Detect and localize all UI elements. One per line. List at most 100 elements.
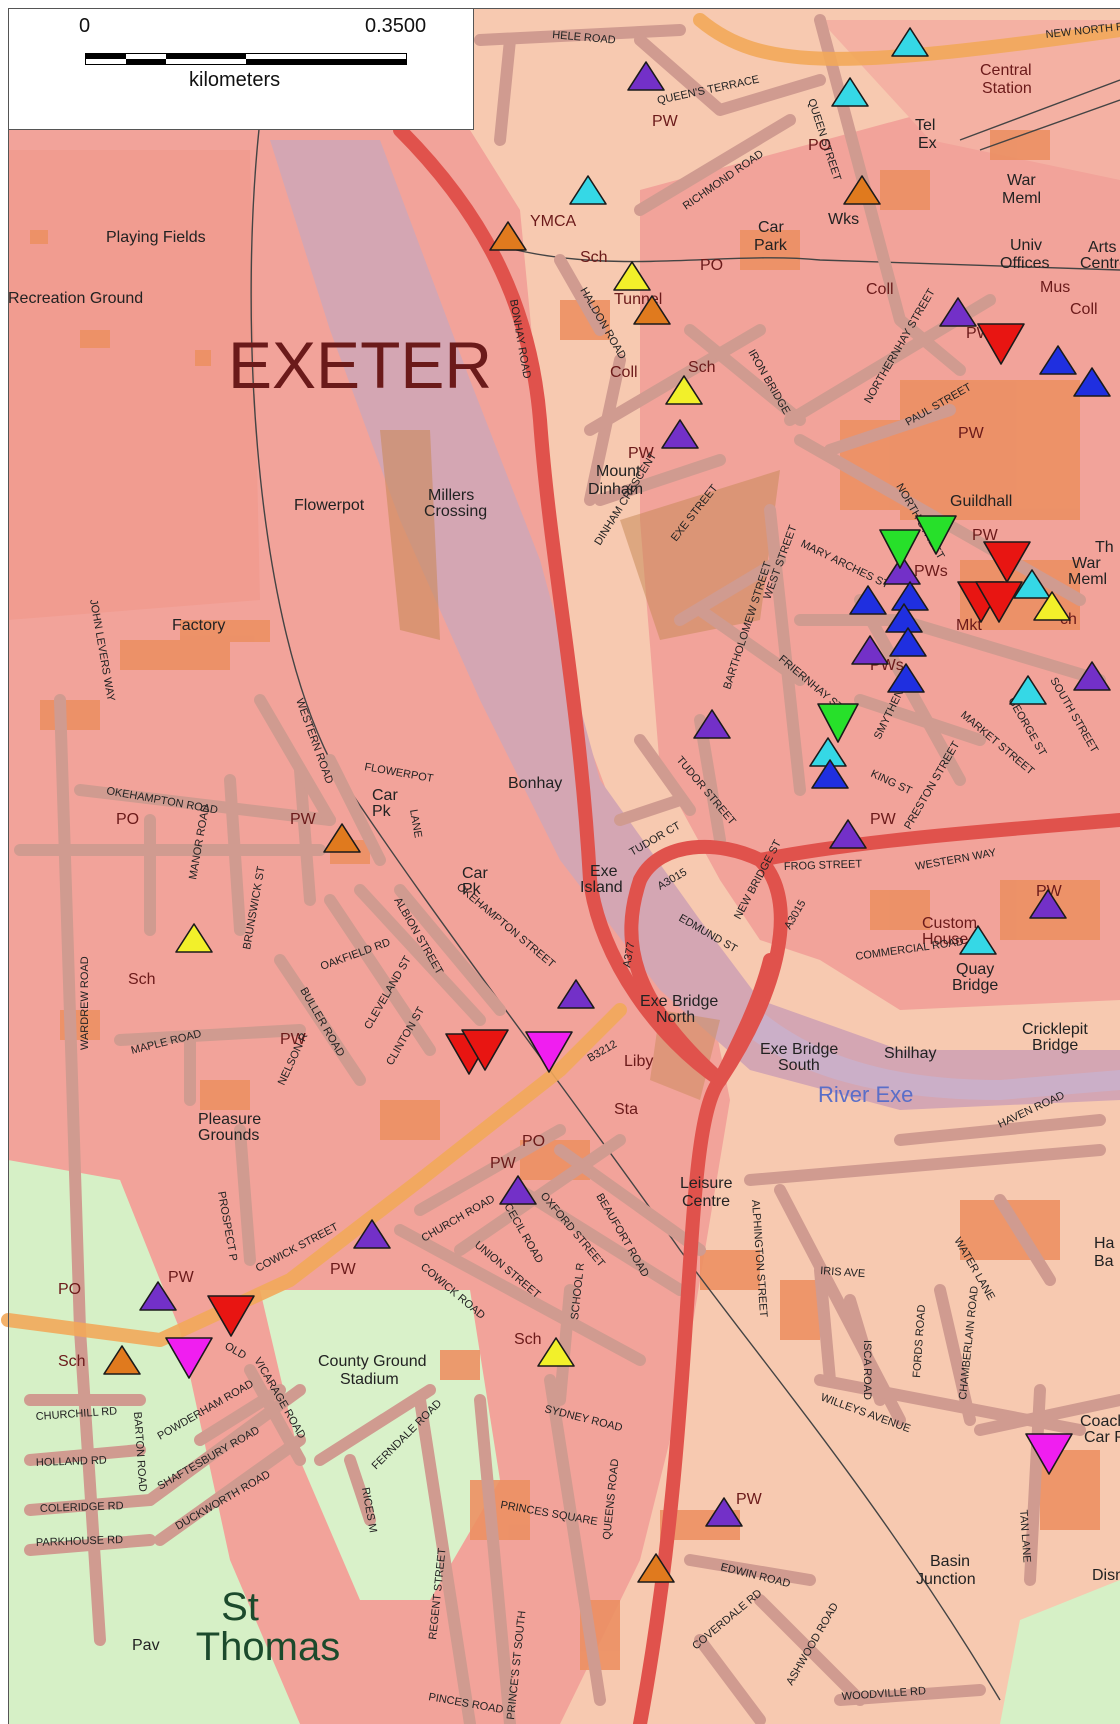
marker-purple-triangle[interactable]: [1073, 661, 1111, 691]
marker-cyan-triangle[interactable]: [1009, 675, 1047, 705]
marker-purple-triangle[interactable]: [693, 709, 731, 739]
svg-text:Meml: Meml: [1068, 571, 1107, 588]
green-area-southeast: [1000, 1580, 1120, 1724]
marker-cyan-triangle[interactable]: [959, 925, 997, 955]
svg-text:Coll: Coll: [610, 364, 638, 381]
svg-text:Guildhall: Guildhall: [950, 493, 1012, 510]
marker-blue-triangle[interactable]: [891, 581, 929, 611]
map-markers[interactable]: [103, 27, 1111, 1583]
district-label: St: [221, 1585, 259, 1629]
svg-text:Park: Park: [754, 237, 788, 254]
marker-yellow-triangle[interactable]: [1033, 591, 1071, 621]
svg-text:Custom: Custom: [922, 915, 977, 932]
marker-purple-triangle[interactable]: [353, 1219, 391, 1249]
marker-yellow-triangle[interactable]: [665, 375, 703, 405]
svg-text:FROG STREET: FROG STREET: [784, 858, 863, 873]
marker-purple-triangle[interactable]: [627, 61, 665, 91]
svg-text:PW: PW: [330, 1261, 357, 1278]
svg-text:Station: Station: [982, 80, 1032, 97]
marker-green-inverted-triangle[interactable]: [915, 515, 957, 555]
marker-red-inverted-triangle[interactable]: [975, 581, 1023, 623]
marker-magenta-inverted-triangle[interactable]: [1025, 1433, 1073, 1475]
marker-cyan-triangle[interactable]: [1013, 569, 1051, 599]
svg-text:ISCA ROAD: ISCA ROAD: [861, 1340, 873, 1400]
svg-text:Th: Th: [1095, 539, 1114, 556]
marker-orange-triangle[interactable]: [637, 1553, 675, 1583]
marker-purple-triangle[interactable]: [661, 419, 699, 449]
svg-text:North: North: [656, 1009, 695, 1026]
river-exe: [740, 1010, 1120, 1100]
svg-text:Pk: Pk: [462, 881, 482, 898]
svg-text:Stadium: Stadium: [340, 1371, 399, 1388]
svg-text:Sch: Sch: [514, 1331, 542, 1348]
svg-text:Arts: Arts: [1088, 239, 1116, 256]
svg-text:SCHOOL R: SCHOOL R: [569, 1262, 587, 1320]
svg-text:COLERIDGE RD: COLERIDGE RD: [40, 1500, 124, 1515]
marker-orange-triangle[interactable]: [633, 295, 671, 325]
marker-blue-triangle[interactable]: [849, 585, 887, 615]
svg-text:Leisure: Leisure: [680, 1175, 733, 1192]
marker-magenta-inverted-triangle[interactable]: [165, 1337, 213, 1379]
marker-purple-triangle[interactable]: [1029, 889, 1067, 919]
marker-orange-triangle[interactable]: [103, 1345, 141, 1375]
svg-text:Mkt: Mkt: [956, 617, 982, 634]
svg-text:Car P: Car P: [1084, 1429, 1120, 1446]
svg-text:Playing Fields: Playing Fields: [106, 229, 206, 246]
svg-text:PO: PO: [116, 811, 139, 828]
svg-text:Sch: Sch: [580, 249, 608, 266]
marker-purple-triangle[interactable]: [851, 635, 889, 665]
marker-purple-triangle[interactable]: [829, 819, 867, 849]
marker-cyan-triangle[interactable]: [831, 77, 869, 107]
svg-text:Car: Car: [372, 787, 398, 804]
marker-magenta-inverted-triangle[interactable]: [525, 1031, 573, 1073]
marker-red-inverted-triangle[interactable]: [461, 1029, 509, 1071]
svg-text:HOLLAND RD: HOLLAND RD: [36, 1455, 107, 1469]
marker-purple-triangle[interactable]: [139, 1281, 177, 1311]
svg-text:Pk: Pk: [372, 803, 392, 820]
marker-blue-triangle[interactable]: [1039, 345, 1077, 375]
marker-yellow-triangle[interactable]: [613, 261, 651, 291]
scale-bar: [85, 53, 407, 65]
marker-orange-triangle[interactable]: [323, 823, 361, 853]
marker-blue-triangle[interactable]: [811, 759, 849, 789]
svg-text:Millers: Millers: [428, 487, 474, 504]
svg-text:Dinham: Dinham: [588, 481, 643, 498]
a-roads: [393, 123, 1120, 1724]
marker-purple-triangle[interactable]: [557, 979, 595, 1009]
marker-blue-triangle[interactable]: [887, 663, 925, 693]
svg-text:PW: PW: [168, 1269, 195, 1286]
marker-purple-triangle[interactable]: [705, 1497, 743, 1527]
marker-orange-triangle[interactable]: [843, 175, 881, 205]
svg-text:Junction: Junction: [916, 1571, 976, 1588]
svg-text:Univ: Univ: [1010, 237, 1042, 254]
svg-text:War: War: [1007, 172, 1036, 189]
svg-text:LANE: LANE: [407, 808, 424, 838]
svg-text:Pav: Pav: [132, 1637, 160, 1654]
marker-red-inverted-triangle[interactable]: [207, 1295, 255, 1337]
district-label-2: Thomas: [196, 1625, 341, 1669]
marker-yellow-triangle[interactable]: [175, 923, 213, 953]
marker-blue-triangle[interactable]: [1073, 367, 1111, 397]
marker-purple-triangle[interactable]: [883, 555, 921, 585]
marker-red-inverted-triangle[interactable]: [977, 323, 1025, 365]
marker-cyan-triangle[interactable]: [891, 27, 929, 57]
svg-text:HELE ROAD: HELE ROAD: [552, 29, 616, 46]
svg-text:Bridge: Bridge: [1032, 1037, 1078, 1054]
svg-text:PO: PO: [58, 1281, 81, 1298]
marker-blue-triangle[interactable]: [885, 603, 923, 633]
map-title: EXETER: [228, 328, 492, 402]
marker-purple-triangle[interactable]: [499, 1175, 537, 1205]
marker-green-inverted-triangle[interactable]: [817, 703, 859, 743]
marker-cyan-triangle[interactable]: [569, 175, 607, 205]
marker-blue-triangle[interactable]: [889, 627, 927, 657]
marker-orange-triangle[interactable]: [489, 221, 527, 251]
marker-green-inverted-triangle[interactable]: [879, 529, 921, 569]
svg-text:Coll: Coll: [866, 281, 894, 298]
svg-text:Bridge: Bridge: [952, 977, 998, 994]
marker-red-inverted-triangle[interactable]: [983, 541, 1031, 583]
svg-text:Bonhay: Bonhay: [508, 775, 562, 792]
marker-purple-triangle[interactable]: [939, 297, 977, 327]
svg-text:WARDREW ROAD: WARDREW ROAD: [79, 956, 91, 1050]
marker-yellow-triangle[interactable]: [537, 1337, 575, 1367]
